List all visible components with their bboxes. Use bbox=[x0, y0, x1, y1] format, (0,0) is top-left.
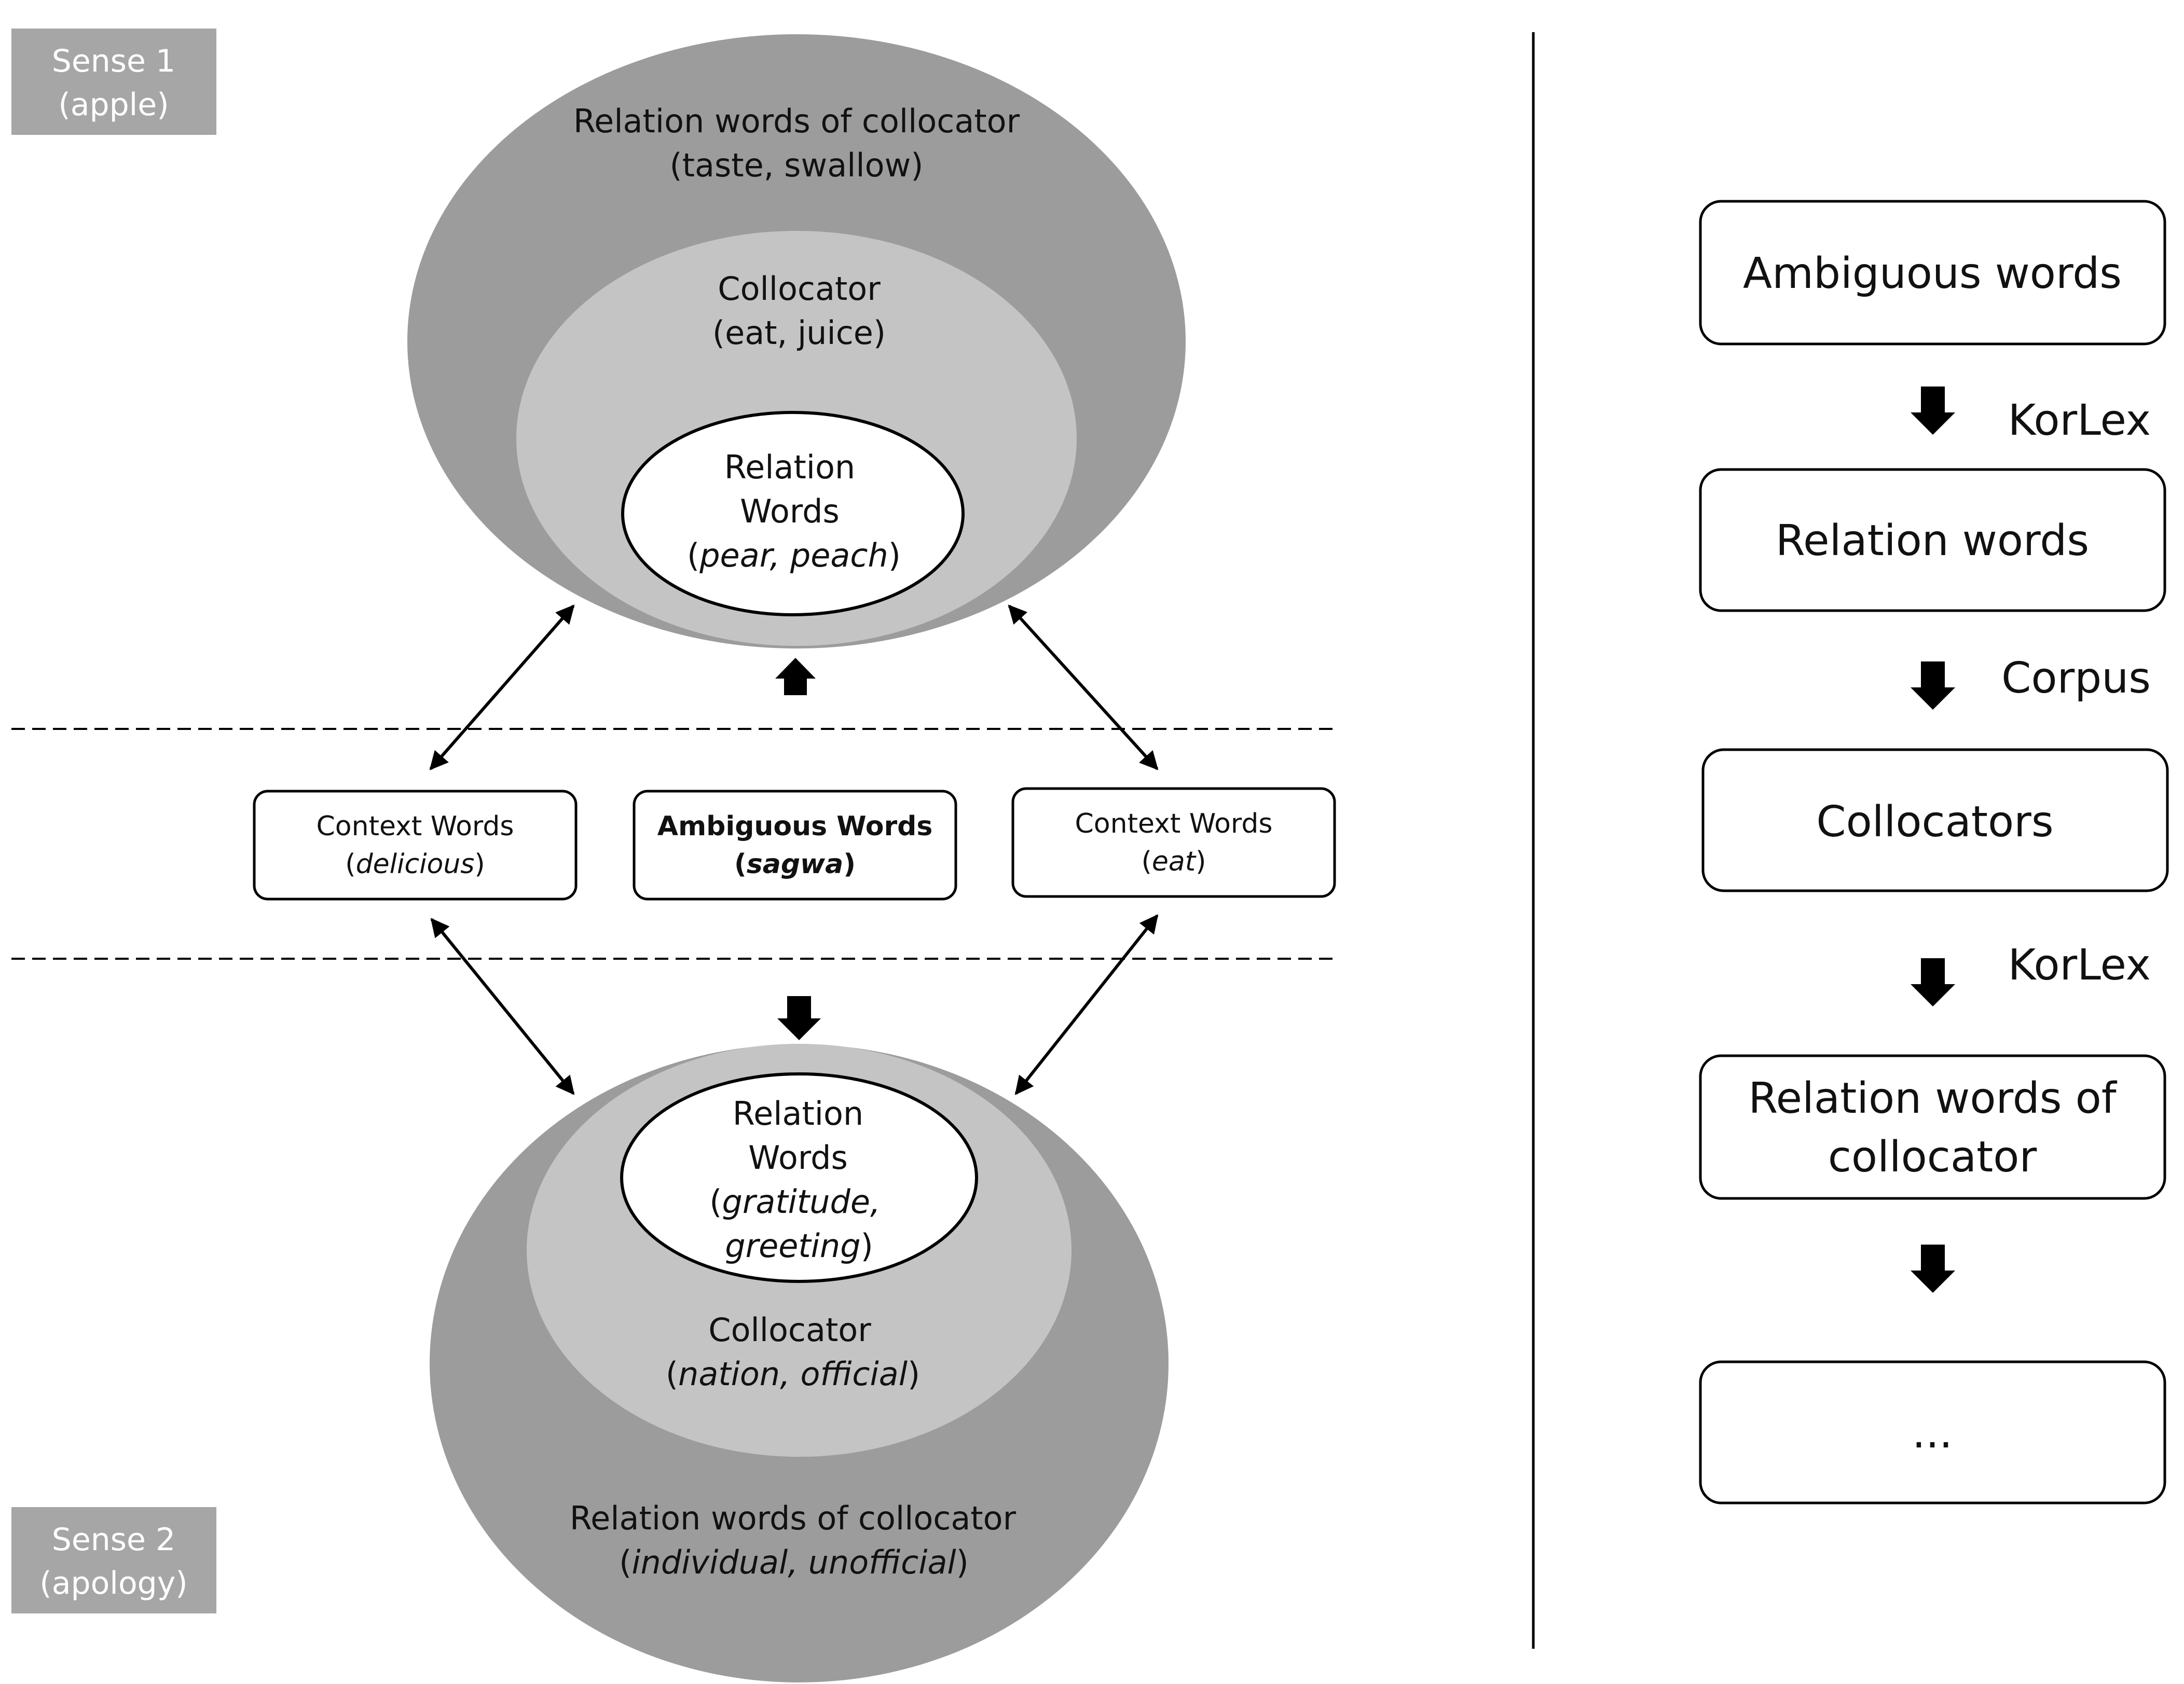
flow-step1-label: KorLex bbox=[2008, 396, 2151, 445]
flow-box3-label: Collocators bbox=[1816, 797, 2053, 847]
sense1-outer-examples: (taste, swallow) bbox=[670, 146, 924, 184]
arrow-left-lower bbox=[430, 918, 575, 1095]
flow-box4-line2: collocator bbox=[1828, 1133, 2037, 1182]
flow-box4-line1: Relation words of bbox=[1748, 1074, 2117, 1123]
sense2-inner-examples-2: greeting) bbox=[725, 1227, 873, 1265]
context-right-example: (eat) bbox=[1142, 846, 1206, 877]
flow-chart: Ambiguous words KorLex Relation words Co… bbox=[1699, 200, 2169, 1504]
flow-arrow-1-icon bbox=[1911, 387, 1955, 435]
sense2-inner-line1: Relation bbox=[733, 1095, 863, 1133]
down-arrow-icon bbox=[777, 996, 821, 1040]
arrow-left-upper bbox=[429, 604, 575, 770]
sense2-outer-title: Relation words of collocator bbox=[570, 1499, 1017, 1537]
sense1-badge-title: Sense 1 bbox=[52, 43, 175, 79]
sense1-ellipses: Relation words of collocator (taste, swa… bbox=[407, 34, 1186, 648]
context-right-title: Context Words bbox=[1075, 808, 1273, 839]
sense1-inner-line1: Relation bbox=[724, 448, 855, 486]
context-words-left-box: Context Words (delicious) bbox=[253, 790, 578, 901]
flow-box-collocators: Collocators bbox=[1701, 748, 2169, 892]
sense2-badge-title: Sense 2 bbox=[52, 1522, 175, 1558]
flow-box-relation-words-of-collocator: Relation words of collocator bbox=[1699, 1054, 2166, 1200]
flow-arrow-2-icon bbox=[1911, 661, 1955, 710]
sense1-badge: Sense 1 (apple) bbox=[11, 29, 216, 135]
flow-box1-label: Ambiguous words bbox=[1743, 249, 2122, 298]
ambiguous-words-box: Ambiguous Words (sagwa) bbox=[633, 790, 957, 901]
sense1-middle-title: Collocator bbox=[718, 270, 881, 308]
flow-arrow-3-icon bbox=[1911, 958, 1955, 1006]
flow-box2-label: Relation words bbox=[1776, 516, 2089, 565]
context-left-example: (delicious) bbox=[345, 849, 485, 880]
flow-step3-label: KorLex bbox=[2008, 941, 2151, 990]
arrow-right-upper bbox=[1008, 604, 1159, 770]
sense2-ellipses: Relation Words (gratitude, greeting) Col… bbox=[430, 1044, 1169, 1682]
sense1-inner-line2: Words bbox=[740, 492, 840, 530]
sense1-middle-examples: (eat, juice) bbox=[712, 314, 886, 352]
flow-box-relation-words: Relation words bbox=[1699, 468, 2166, 612]
up-arrow-icon bbox=[775, 658, 816, 695]
ambiguous-title: Ambiguous Words bbox=[657, 811, 933, 842]
sense2-badge-sense: (apology) bbox=[39, 1565, 187, 1602]
sense2-outer-examples: (individual, unofficial) bbox=[619, 1543, 969, 1581]
flow-box5-label: ... bbox=[1912, 1409, 1953, 1458]
sense2-inner-examples-1: (gratitude, bbox=[709, 1183, 880, 1221]
sense2-middle-title: Collocator bbox=[708, 1311, 871, 1349]
flow-box-ellipsis: ... bbox=[1699, 1360, 2166, 1504]
sense2-badge: Sense 2 (apology) bbox=[11, 1507, 216, 1613]
sense2-inner-line2: Words bbox=[748, 1139, 848, 1177]
sense1-inner-ellipse bbox=[621, 411, 965, 616]
sense1-badge-sense: (apple) bbox=[58, 87, 169, 123]
flow-box-ambiguous-words: Ambiguous words bbox=[1699, 200, 2166, 346]
flow-arrow-4-icon bbox=[1911, 1245, 1955, 1293]
flow-step2-label: Corpus bbox=[2001, 654, 2151, 703]
context-words-right-box: Context Words (eat) bbox=[1011, 787, 1336, 898]
sense2-middle-examples: (nation, official) bbox=[666, 1355, 920, 1393]
sense1-inner-examples: (pear, peach) bbox=[687, 536, 901, 574]
sense2-inner-ellipse bbox=[620, 1072, 978, 1283]
sense1-outer-title: Relation words of collocator bbox=[573, 102, 1020, 140]
context-left-title: Context Words bbox=[317, 811, 514, 842]
arrow-right-lower bbox=[1014, 914, 1159, 1095]
ambiguous-example: (sagwa) bbox=[734, 849, 856, 880]
